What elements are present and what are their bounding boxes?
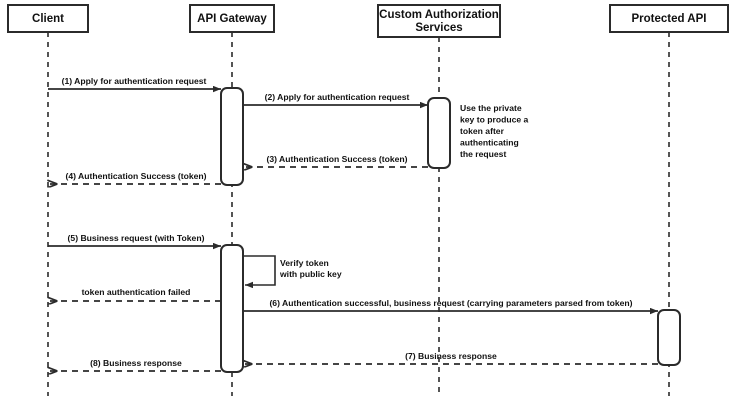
message-label-msg-4: (4) Authentication Success (token) [65,171,206,181]
note-line-1-note-private-key: Use the private [460,103,522,113]
lifelines-layer [47,32,670,396]
participant-headers-layer: Client API Gateway Custom AuthorizationSer… [7,4,729,38]
message-label-msg-1: (1) Apply for authentication request [62,76,207,86]
self-message-arrow-self-verify-token [243,255,276,289]
message-msg-8: (8) Business response [48,358,221,371]
message-msg-6: (6) Authentication successful, business … [243,298,658,315]
participant-header-protected-api[interactable]: Protected API [609,4,729,33]
self-message-label-line1-self-verify-token: Verify token [280,258,329,268]
message-label-msg-7: (7) Business response [405,351,497,361]
messages-layer: (1) Apply for authentication request (2) … [48,76,658,371]
note-line-4-note-private-key: authenticating [460,138,519,148]
message-label-msg-5: (5) Business request (with Token) [68,233,205,243]
participant-label2-custom-authorization-services: Services [415,22,462,34]
note-line-5-note-private-key: the request [460,149,506,159]
note-line-3-note-private-key: token after [460,126,505,136]
participant-label-custom-authorization-services: Custom Authorization [379,9,499,21]
message-msg-token-failed: token authentication failed [48,287,221,301]
message-msg-4: (4) Authentication Success (token) [48,171,221,184]
message-label-msg-token-failed: token authentication failed [82,287,191,297]
participant-header-api-gateway[interactable]: API Gateway [189,4,275,33]
self-message-label-line2-self-verify-token: with public key [279,269,342,279]
participant-label-client: Client [32,13,64,25]
message-msg-1: (1) Apply for authentication request [48,76,221,93]
message-msg-5: (5) Business request (with Token) [48,233,221,250]
activation-bar-gateway-auth-activation [220,87,244,186]
activation-bar-auth-service-activation [427,97,451,169]
message-msg-3: (3) Authentication Success (token) [243,154,428,167]
message-label-msg-3: (3) Authentication Success (token) [266,154,407,164]
participant-label-api-gateway: API Gateway [197,13,267,25]
note-line-2-note-private-key: key to produce a [460,115,529,125]
activation-bar-protected-api-activation [657,309,681,366]
message-label-msg-8: (8) Business response [90,358,182,368]
message-msg-7: (7) Business response [243,351,658,364]
message-label-msg-2: (2) Apply for authentication request [265,92,410,102]
participant-label-protected-api: Protected API [632,13,707,25]
message-label-msg-6: (6) Authentication successful, business … [269,298,632,308]
activation-bar-gateway-business-activation [220,244,244,373]
activations-layer [220,87,681,373]
participant-header-client[interactable]: Client [7,4,89,33]
message-msg-2: (2) Apply for authentication request [243,92,428,109]
